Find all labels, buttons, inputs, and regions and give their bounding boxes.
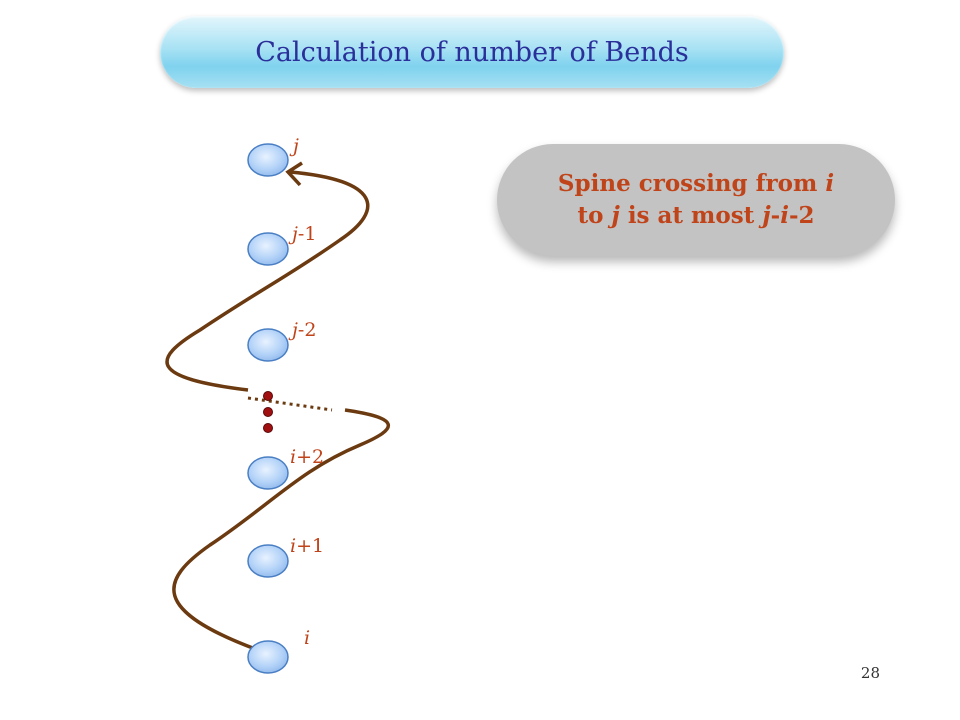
svg-text:i: i bbox=[304, 627, 310, 649]
node-label-var: i bbox=[290, 535, 296, 557]
callout-expr-tail: -2 bbox=[788, 202, 815, 229]
title-banner: Calculation of number of Bends bbox=[160, 16, 784, 88]
node-label-suffix: -2 bbox=[298, 319, 317, 341]
upper-curve bbox=[165, 170, 370, 392]
svg-text:j: j bbox=[289, 135, 299, 157]
callout-line-2: to j is at most j-i-2 bbox=[578, 200, 815, 232]
callout-line-1: Spine crossing from i bbox=[558, 168, 834, 200]
ellipsis-dot bbox=[263, 423, 273, 433]
node-label-var: j bbox=[289, 135, 299, 157]
node-label-suffix: -1 bbox=[298, 223, 317, 245]
svg-text:i+1: i+1 bbox=[290, 535, 324, 557]
lower-curve bbox=[172, 408, 391, 652]
page-number: 28 bbox=[860, 664, 880, 682]
page-title: Calculation of number of Bends bbox=[255, 36, 689, 68]
arrowhead-icon bbox=[285, 161, 303, 187]
svg-text:j-2: j-2 bbox=[288, 319, 316, 341]
node-j: j bbox=[247, 135, 299, 177]
node-i-plus-1: i+1 bbox=[247, 535, 324, 578]
node-label-suffix: +1 bbox=[296, 535, 324, 557]
svg-text:i+2: i+2 bbox=[290, 446, 324, 468]
callout-var-i: i bbox=[825, 170, 835, 197]
callout-text: to bbox=[577, 202, 612, 229]
node-j-minus-2: j-2 bbox=[247, 319, 316, 362]
callout-text: is at most bbox=[619, 202, 763, 229]
spine-crossing-callout: Spine crossing from i to j is at most j-… bbox=[497, 144, 895, 256]
callout-var-j: j bbox=[611, 202, 620, 229]
node-label-var: j bbox=[288, 319, 298, 341]
ellipsis-dot bbox=[263, 391, 273, 401]
callout-expr-dash: - bbox=[770, 202, 781, 229]
svg-text:j-1: j-1 bbox=[288, 223, 316, 245]
node-label-var: i bbox=[290, 446, 296, 468]
callout-expr-i: i bbox=[780, 202, 789, 229]
node-label-var: j bbox=[288, 223, 298, 245]
node-i: i bbox=[247, 627, 310, 674]
node-i-plus-2: i+2 bbox=[247, 446, 324, 490]
callout-expr-j: j bbox=[762, 202, 771, 229]
spine-crossing-dotted-line bbox=[247, 396, 333, 412]
callout-text: Spine crossing from bbox=[557, 170, 826, 197]
node-j-minus-1: j-1 bbox=[247, 223, 316, 266]
node-label-var: i bbox=[304, 627, 310, 649]
node-label-suffix: +2 bbox=[296, 446, 324, 468]
ellipsis-dot bbox=[263, 407, 273, 417]
